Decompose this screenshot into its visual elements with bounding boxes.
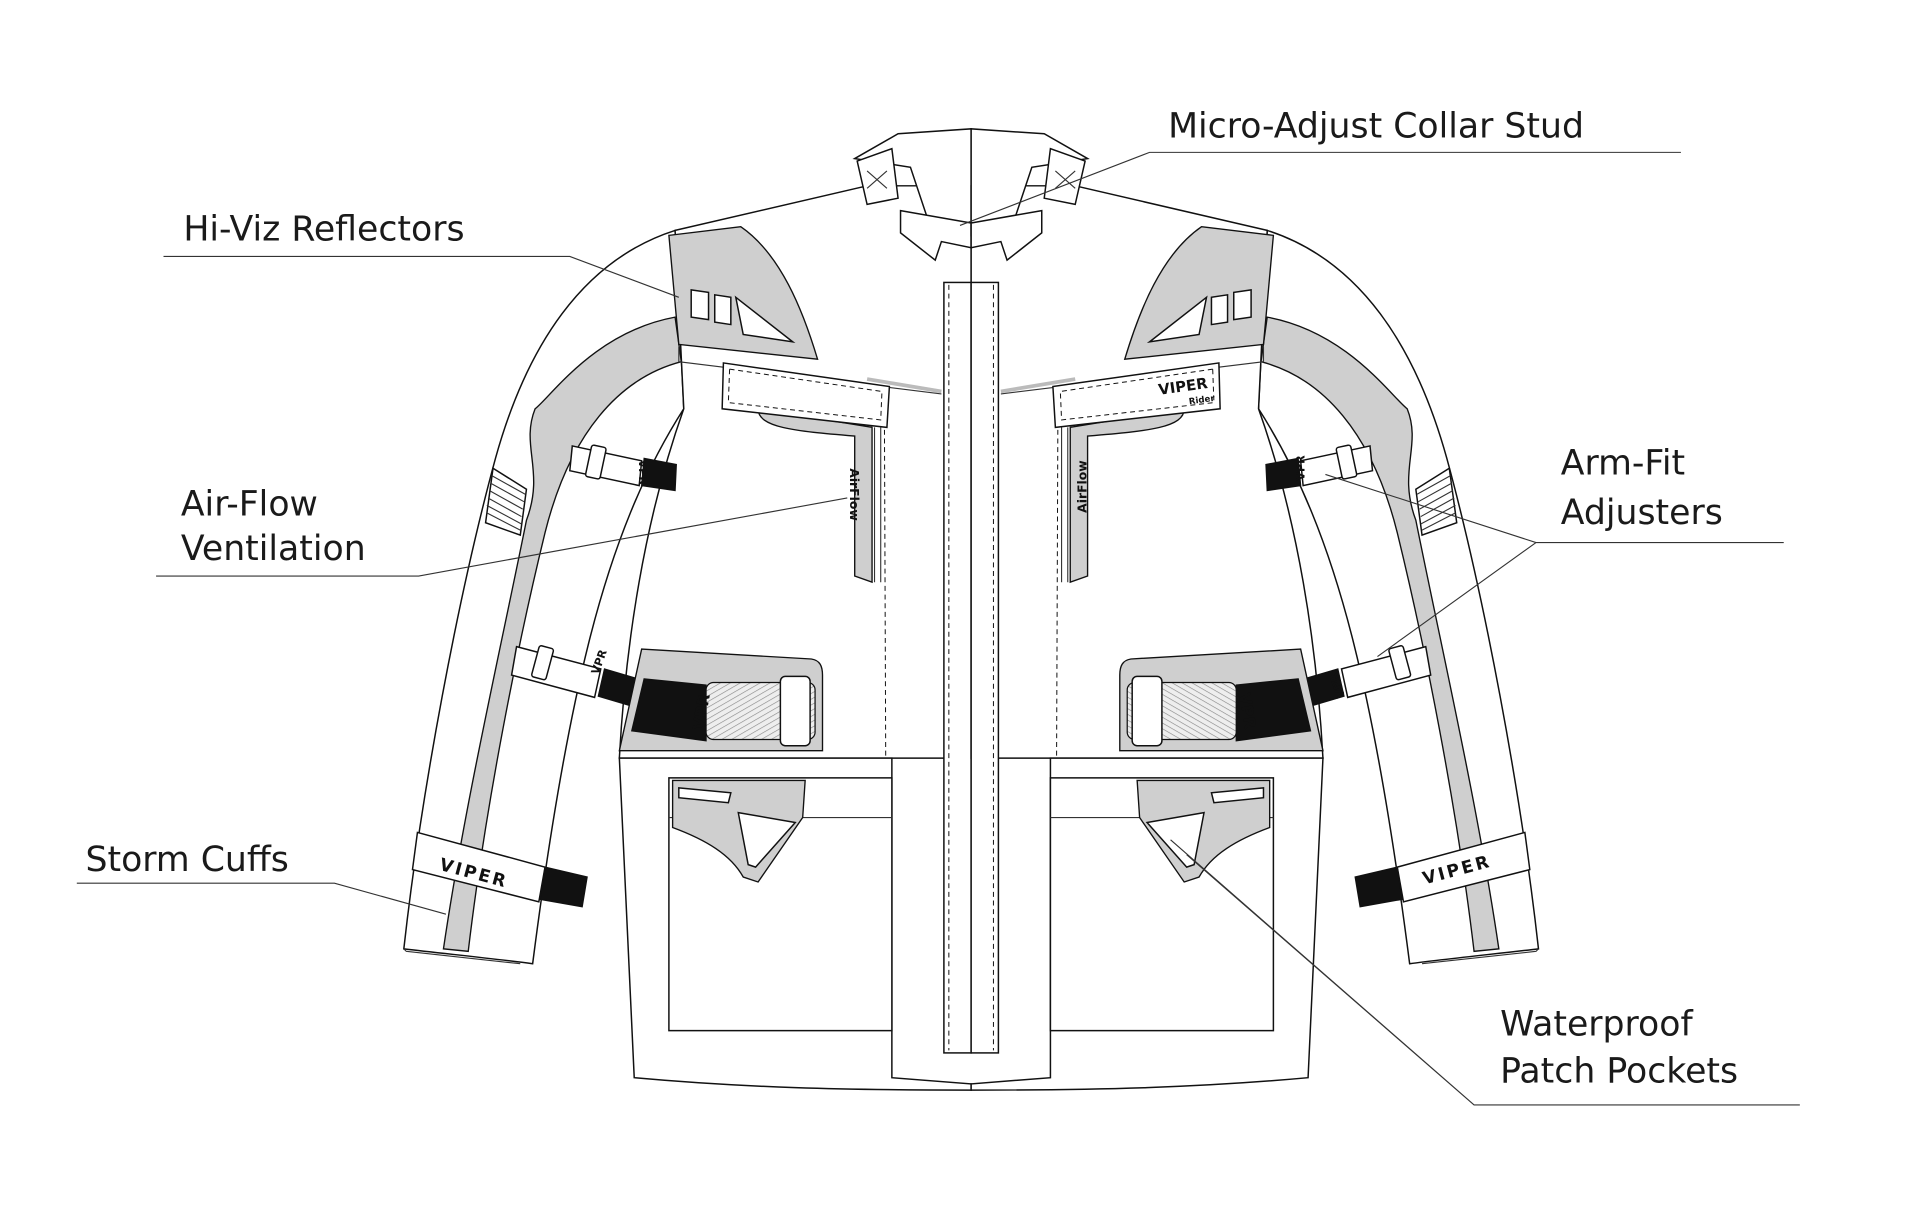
callout-pockets-label-2: Patch Pockets xyxy=(1500,1052,1738,1092)
pocket-vent xyxy=(671,779,806,883)
callout-collar-label: Micro-Adjust Collar Stud xyxy=(1168,107,1584,147)
hi-viz-reflector xyxy=(734,295,796,344)
callout-armfit-label-1: Arm-Fit xyxy=(1561,443,1685,483)
storm-cuff xyxy=(403,831,588,965)
arm-fit-adjuster-lower xyxy=(510,645,639,707)
shoulder-panel xyxy=(668,225,819,361)
callout-cuffs: Storm Cuffs xyxy=(76,840,447,915)
callout-cuffs-label: Storm Cuffs xyxy=(85,840,288,880)
vent-label-right: AirFlow xyxy=(1075,460,1089,513)
callout-airflow-label-1: Air-Flow xyxy=(181,484,318,524)
chest-pocket-flap xyxy=(721,362,891,429)
callout-reflectors: Hi-Viz Reflectors xyxy=(163,209,680,298)
callout-airflow-label-2: Ventilation xyxy=(181,529,366,569)
callout-pockets-label-1: Waterproof xyxy=(1500,1005,1693,1045)
zip-placket xyxy=(943,281,972,1054)
hi-viz-reflector xyxy=(690,289,710,321)
vent-label-left: AirFlow xyxy=(847,468,861,521)
callout-reflectors-label: Hi-Viz Reflectors xyxy=(183,209,464,249)
waist-strap xyxy=(630,678,707,742)
arm-fit-adjuster-upper xyxy=(569,444,677,492)
pocket-brand-sub: Rider xyxy=(1188,394,1216,408)
callout-armfit-label-2: Adjusters xyxy=(1561,493,1723,533)
hi-viz-reflector xyxy=(713,293,732,326)
elbow-ribbing xyxy=(484,466,528,537)
strap-tag: VPR xyxy=(1294,455,1307,481)
callout-armfit: Arm-Fit Adjusters xyxy=(1325,443,1784,657)
callout-airflow: Air-Flow Ventilation xyxy=(156,484,848,577)
jacket-half xyxy=(402,128,972,1091)
chest-vent-panel xyxy=(757,407,873,584)
strap-tag: VPR xyxy=(636,460,649,486)
callout-collar: Micro-Adjust Collar Stud xyxy=(959,107,1681,226)
callout-pockets: Waterproof Patch Pockets xyxy=(1170,839,1800,1106)
